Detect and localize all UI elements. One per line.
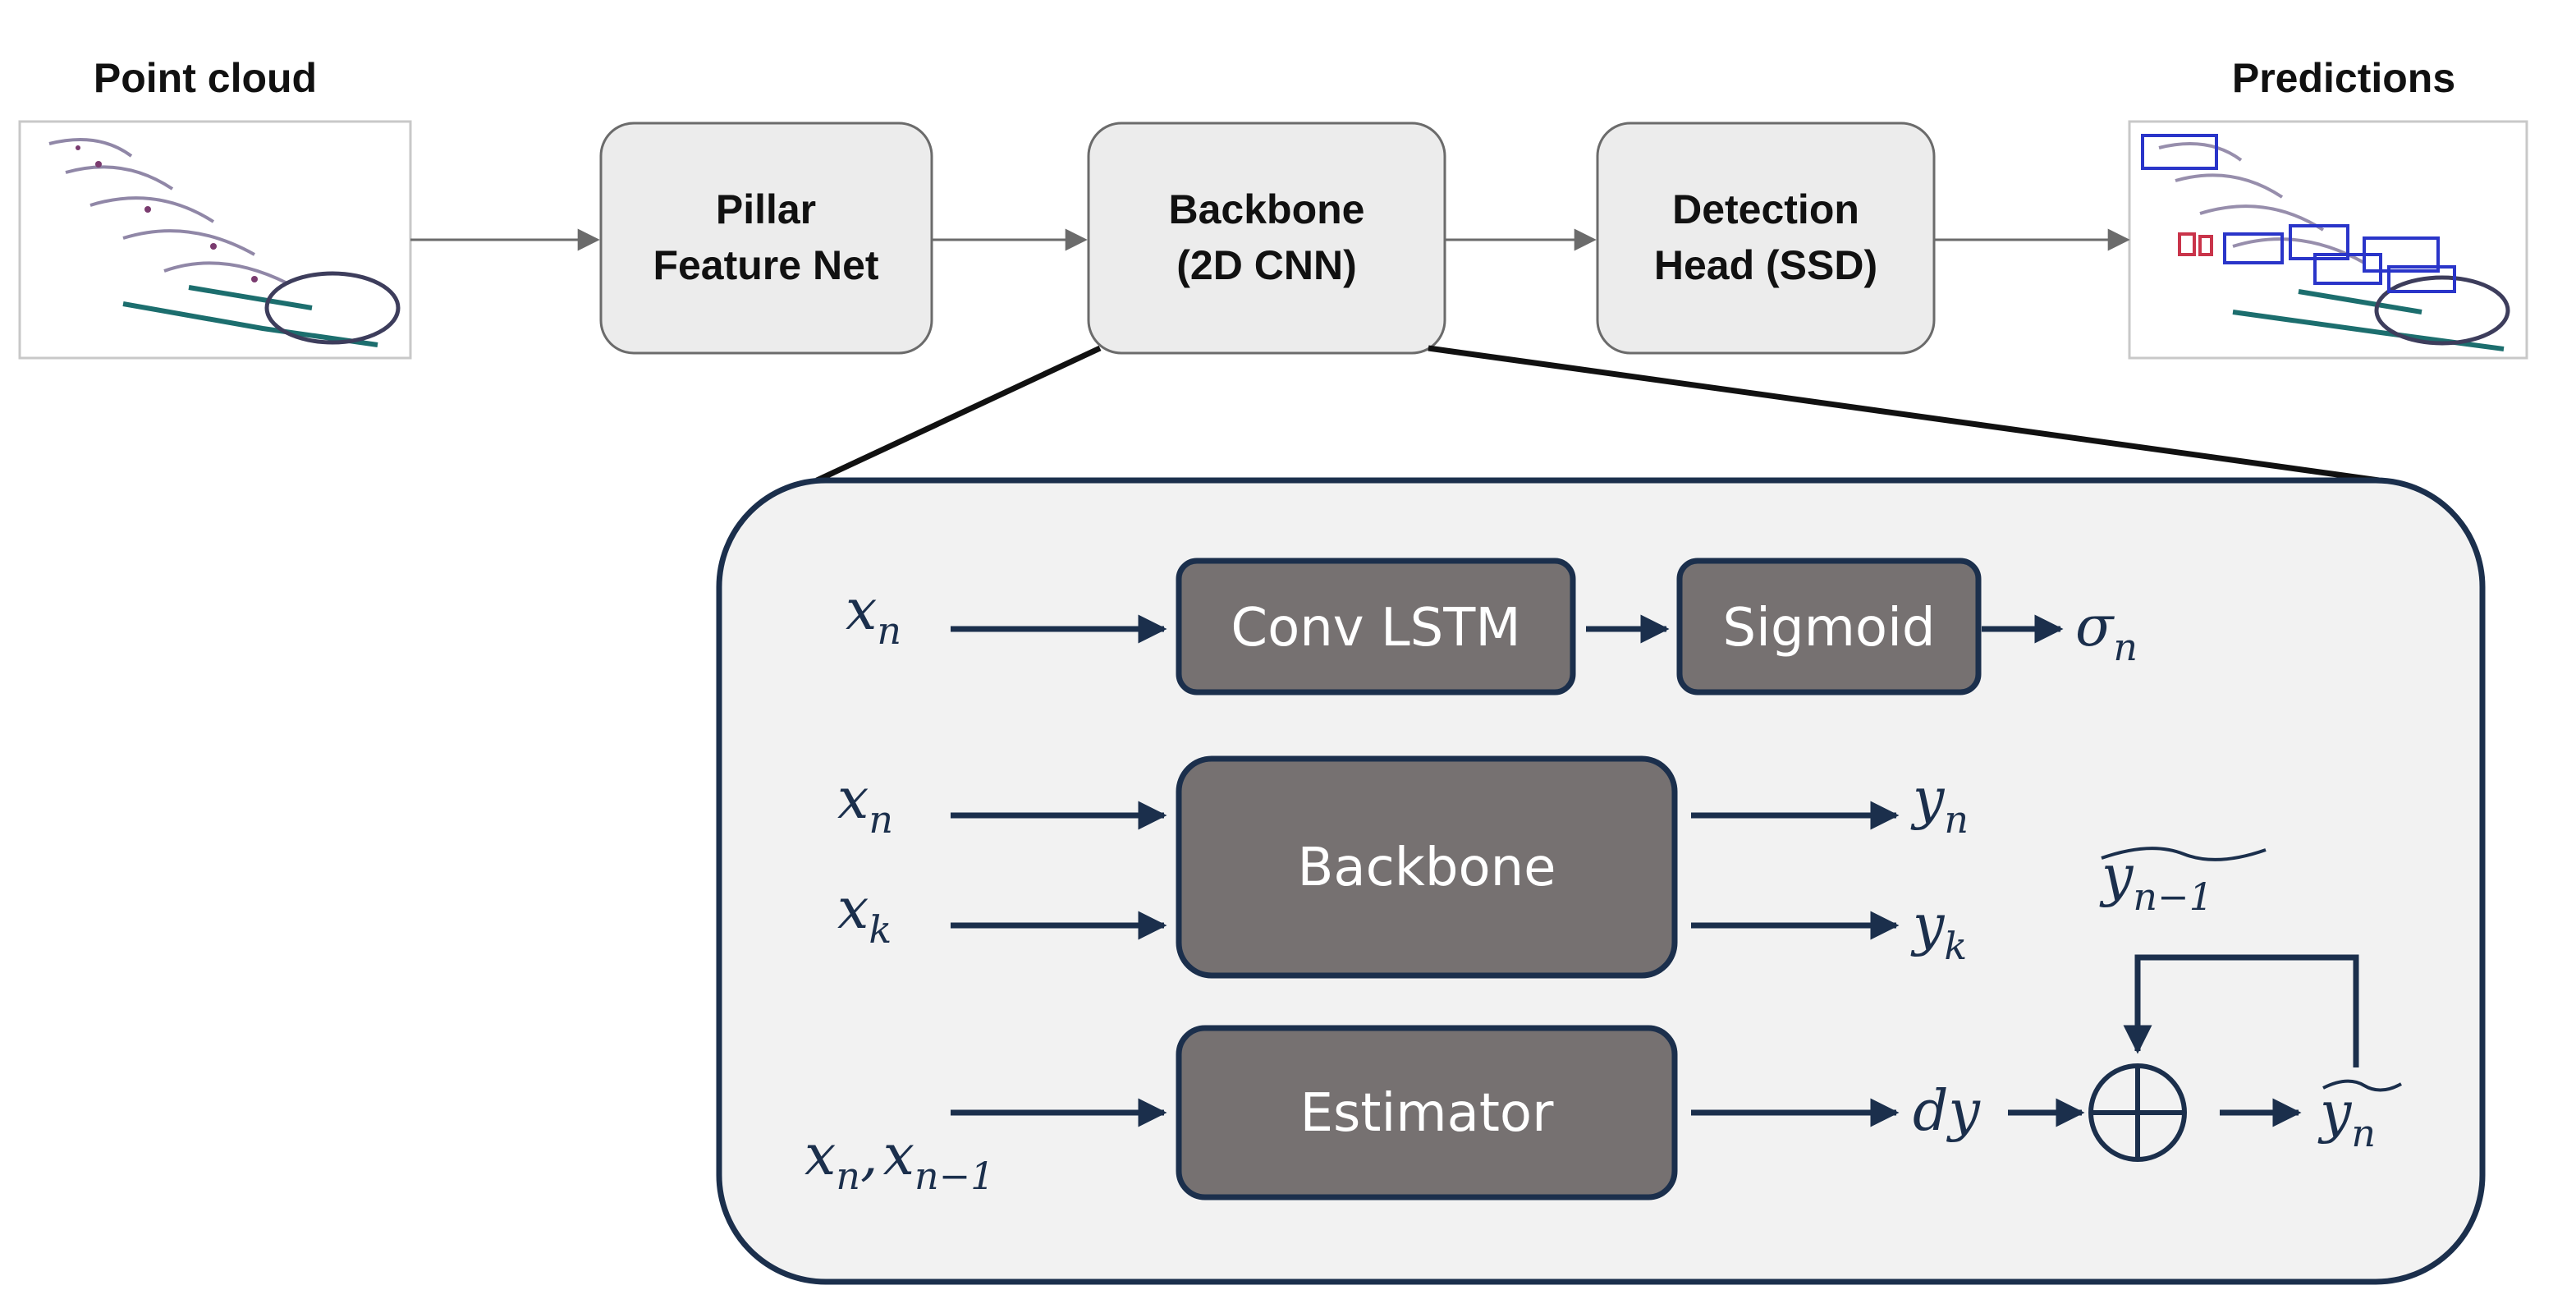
sigmoid-block: Sigmoid bbox=[1676, 558, 1982, 695]
backbone-block-line2: (2D CNN) bbox=[1176, 242, 1356, 288]
sigmoid-label: Sigmoid bbox=[1723, 598, 1936, 659]
backbone-detail-block: Backbone bbox=[1176, 755, 1678, 979]
row2-output-yk: yk bbox=[1910, 893, 1967, 968]
row3-output-yn: yn bbox=[2317, 1081, 2376, 1155]
pillar-block-line2: Feature Net bbox=[653, 242, 878, 288]
estimator-block: Estimator bbox=[1176, 1025, 1678, 1200]
detection-block-line2: Head (SSD) bbox=[1654, 242, 1877, 288]
backbone-detail-label: Backbone bbox=[1297, 838, 1556, 898]
predictions-label: Predictions bbox=[2232, 55, 2455, 101]
row2-output-yn: yn bbox=[1910, 767, 1969, 842]
point-cloud-label: Point cloud bbox=[94, 55, 317, 101]
row3-input-pair: xn,xn−1 bbox=[804, 1123, 994, 1198]
backbone-2d-cnn-block: Backbone (2D CNN) bbox=[1087, 122, 1446, 355]
pillar-block-line1: Pillar bbox=[716, 186, 816, 232]
row1-input-xn: xn bbox=[846, 578, 901, 653]
pillar-feature-net-block: Pillar Feature Net bbox=[599, 122, 933, 355]
detection-block-line1: Detection bbox=[1672, 186, 1859, 232]
estimator-label: Estimator bbox=[1300, 1083, 1554, 1144]
sum-operator-icon bbox=[2088, 1063, 2187, 1162]
detection-head-block: Detection Head (SSD) bbox=[1596, 122, 1936, 355]
zoom-lines bbox=[815, 345, 2380, 484]
backbone-block-line1: Backbone bbox=[1169, 186, 1365, 232]
predictions-image bbox=[2128, 120, 2528, 360]
conv-lstm-label: Conv LSTM bbox=[1231, 598, 1520, 659]
tilde-feedback bbox=[2101, 847, 2267, 861]
point-cloud-image bbox=[18, 120, 412, 360]
row3-dy: dy bbox=[1913, 1079, 1982, 1144]
feedback-loop-arrow bbox=[2123, 954, 2359, 1067]
conv-lstm-block: Conv LSTM bbox=[1176, 558, 1576, 695]
feedback-label: yn−1 bbox=[2099, 844, 2213, 919]
row1-output-sigman: σn bbox=[2075, 595, 2138, 669]
row2-input-xn: xn bbox=[837, 767, 893, 842]
tilde-output bbox=[2322, 1079, 2402, 1092]
row2-input-xk: xk bbox=[837, 877, 892, 952]
